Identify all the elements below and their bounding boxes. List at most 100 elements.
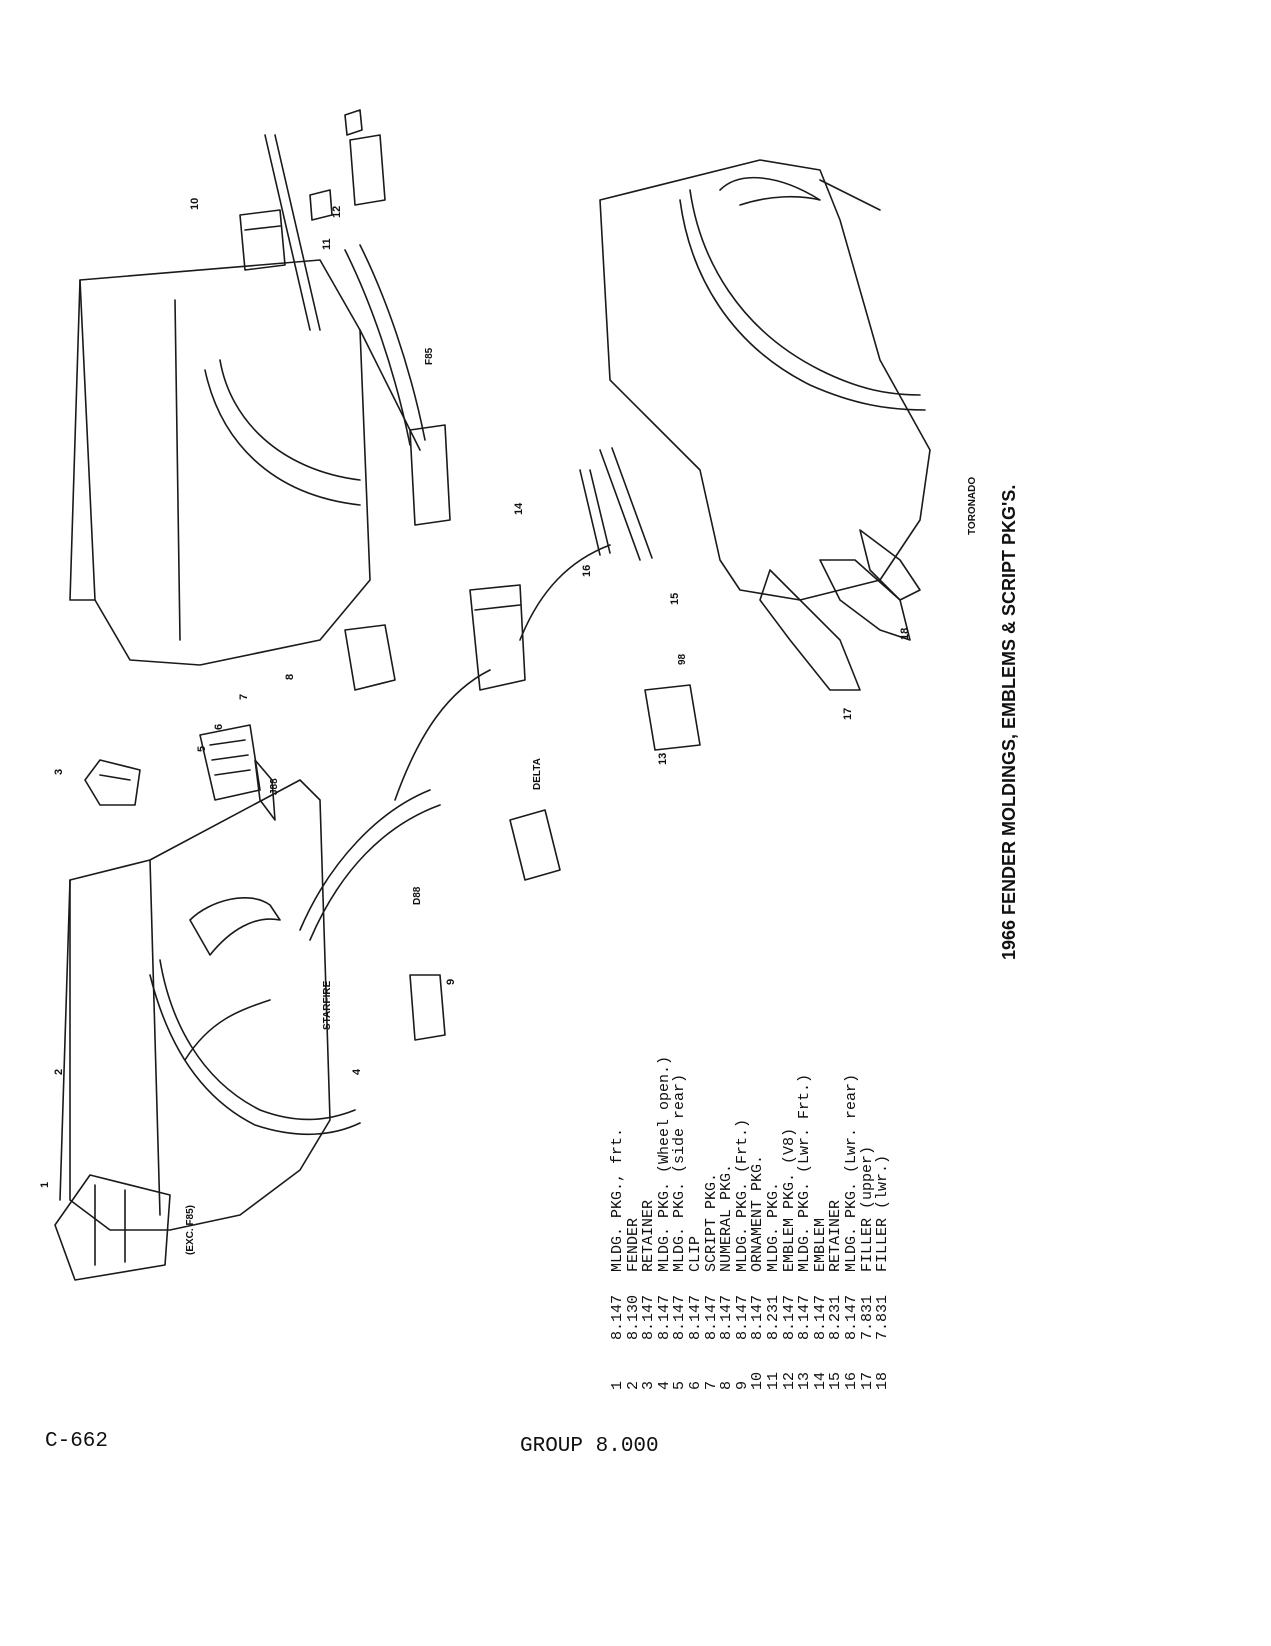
legend-description: MLDG. PKG., frt. [609, 1127, 626, 1272]
legend-description: MLDG. PKG. (Lwr. rear) [843, 1073, 860, 1272]
legend-description: MLDG. PKG. (Wheel open.) [655, 1055, 673, 1272]
delta-wheel-molding [394, 669, 491, 801]
callout-labels: 1 2 3 4 5 6 7 8 9 10 11 12 13 14 15 16 1… [39, 198, 911, 1188]
upper-fender [69, 259, 421, 666]
m98-wheel-molding [519, 544, 611, 641]
legend-code: 7.831 [874, 1294, 892, 1340]
delta-front-molding [509, 809, 561, 881]
legend-description: RETAINER [827, 1199, 845, 1272]
model-labels: (EXC. F85) STARFIRE D88 J88 DELTA F85 98… [185, 347, 978, 1255]
callout-9: 9 [445, 979, 457, 985]
legend-number: 17 [858, 1371, 876, 1390]
legend-number: 13 [796, 1371, 814, 1390]
d88-wheel-molding [299, 789, 441, 941]
page-number: C-662 [45, 1430, 109, 1453]
legend-description: NUMERAL PKG. [718, 1163, 736, 1272]
callout-12: 12 [331, 206, 343, 218]
retainer-drawing [84, 759, 141, 806]
callout-3: 3 [53, 769, 65, 775]
callout-4: 4 [351, 1068, 363, 1075]
callout-15: 15 [669, 593, 681, 605]
wheel-molding-starfire [184, 999, 271, 1061]
delta-side-rear-molding [469, 584, 526, 691]
legend-description: EMBLEM PKG. (V8) [780, 1127, 798, 1272]
callout-14: 14 [513, 502, 525, 515]
callout-2: 2 [53, 1069, 65, 1075]
legend-code: 8.147 [609, 1294, 626, 1340]
callout-6: 6 [213, 724, 225, 730]
legend-description: FENDER [624, 1217, 642, 1272]
toronado-filler-lower [819, 559, 911, 641]
legend-number: 2 [624, 1380, 642, 1390]
legend-description: RETAINER [640, 1199, 658, 1272]
callout-8: 8 [284, 674, 296, 680]
callout-16: 16 [581, 565, 593, 577]
starfire-fender [59, 779, 361, 1231]
legend-description: MLDG. PKG. (side rear) [671, 1073, 689, 1272]
toronado-molding-16 [579, 469, 611, 556]
label-delta: DELTA [532, 758, 543, 790]
legend-description: FILLER (upper) [858, 1145, 876, 1272]
legend-code: 8.130 [624, 1294, 642, 1340]
legend-number: 15 [827, 1371, 845, 1390]
legend-number: 9 [733, 1380, 751, 1390]
callout-5: 5 [196, 746, 208, 752]
group-label: GROUP 8.000 [520, 1435, 659, 1458]
legend-description: MLDG. PKG. (Frt.) [733, 1118, 751, 1272]
ornament-drawing [239, 209, 286, 271]
label-toronado: TORONADO [967, 477, 978, 535]
legend-code: 8.147 [780, 1294, 798, 1340]
legend-number: 7 [702, 1380, 720, 1390]
legend-code: 8.147 [749, 1294, 767, 1340]
legend-description: MLDG. PKG. [765, 1181, 782, 1272]
legend-number: 4 [655, 1380, 673, 1390]
legend-number: 10 [749, 1371, 767, 1390]
toronado-filler-upper [759, 569, 861, 691]
legend-description: SCRIPT PKG. [702, 1172, 720, 1272]
front-molding-lower-left [54, 1174, 171, 1281]
legend-code: 8.147 [733, 1294, 751, 1340]
legend-number: 16 [843, 1371, 860, 1390]
legend-code: 8.147 [811, 1294, 829, 1340]
callout-1: 1 [39, 1182, 51, 1188]
label-exc-f85: (EXC. F85) [185, 1205, 196, 1255]
label-98: 98 [677, 653, 688, 665]
d88-front-molding [409, 974, 446, 1041]
belt-molding-upper [264, 134, 321, 331]
j88-spear-molding [254, 759, 276, 821]
legend-number: 3 [640, 1380, 658, 1390]
numeral-side-molding [344, 624, 396, 691]
legend-description: MLDG. PKG. (Lwr. Frt.) [796, 1073, 814, 1272]
label-f85: F85 [424, 347, 435, 365]
upper-emblems [309, 109, 386, 221]
legend-code: 8.147 [687, 1294, 704, 1340]
legend-code: 8.147 [843, 1294, 860, 1340]
legend-number: 1 [609, 1380, 626, 1390]
legend-description: EMBLEM [811, 1217, 829, 1272]
callout-10: 10 [189, 198, 201, 210]
label-d88: D88 [412, 886, 423, 905]
legend-code: 8.147 [640, 1294, 658, 1340]
legend-number: 5 [671, 1380, 689, 1390]
legend-number: 12 [780, 1371, 798, 1390]
legend-code: 8.147 [718, 1294, 736, 1340]
legend-code: 8.231 [827, 1294, 845, 1340]
callout-11: 11 [321, 238, 333, 250]
f85-wheel-molding [344, 244, 426, 446]
callout-18: 18 [899, 628, 911, 640]
legend-code: 7.831 [858, 1294, 876, 1340]
callout-13: 13 [657, 753, 669, 765]
legend-number: 6 [687, 1380, 704, 1390]
legend-number: 18 [874, 1371, 892, 1390]
callout-7: 7 [238, 694, 250, 700]
legend-description: CLIP [687, 1235, 704, 1272]
legend-code: 8.147 [796, 1294, 814, 1340]
legend-description: ORNAMENT PKG. [749, 1154, 767, 1272]
callout-17: 17 [842, 708, 854, 720]
legend-number: 8 [718, 1380, 736, 1390]
toronado-fender [599, 159, 931, 601]
legend-code: 8.147 [702, 1294, 720, 1340]
legend-description: FILLER (lwr.) [874, 1154, 892, 1272]
toronado-front-molding [859, 529, 921, 601]
